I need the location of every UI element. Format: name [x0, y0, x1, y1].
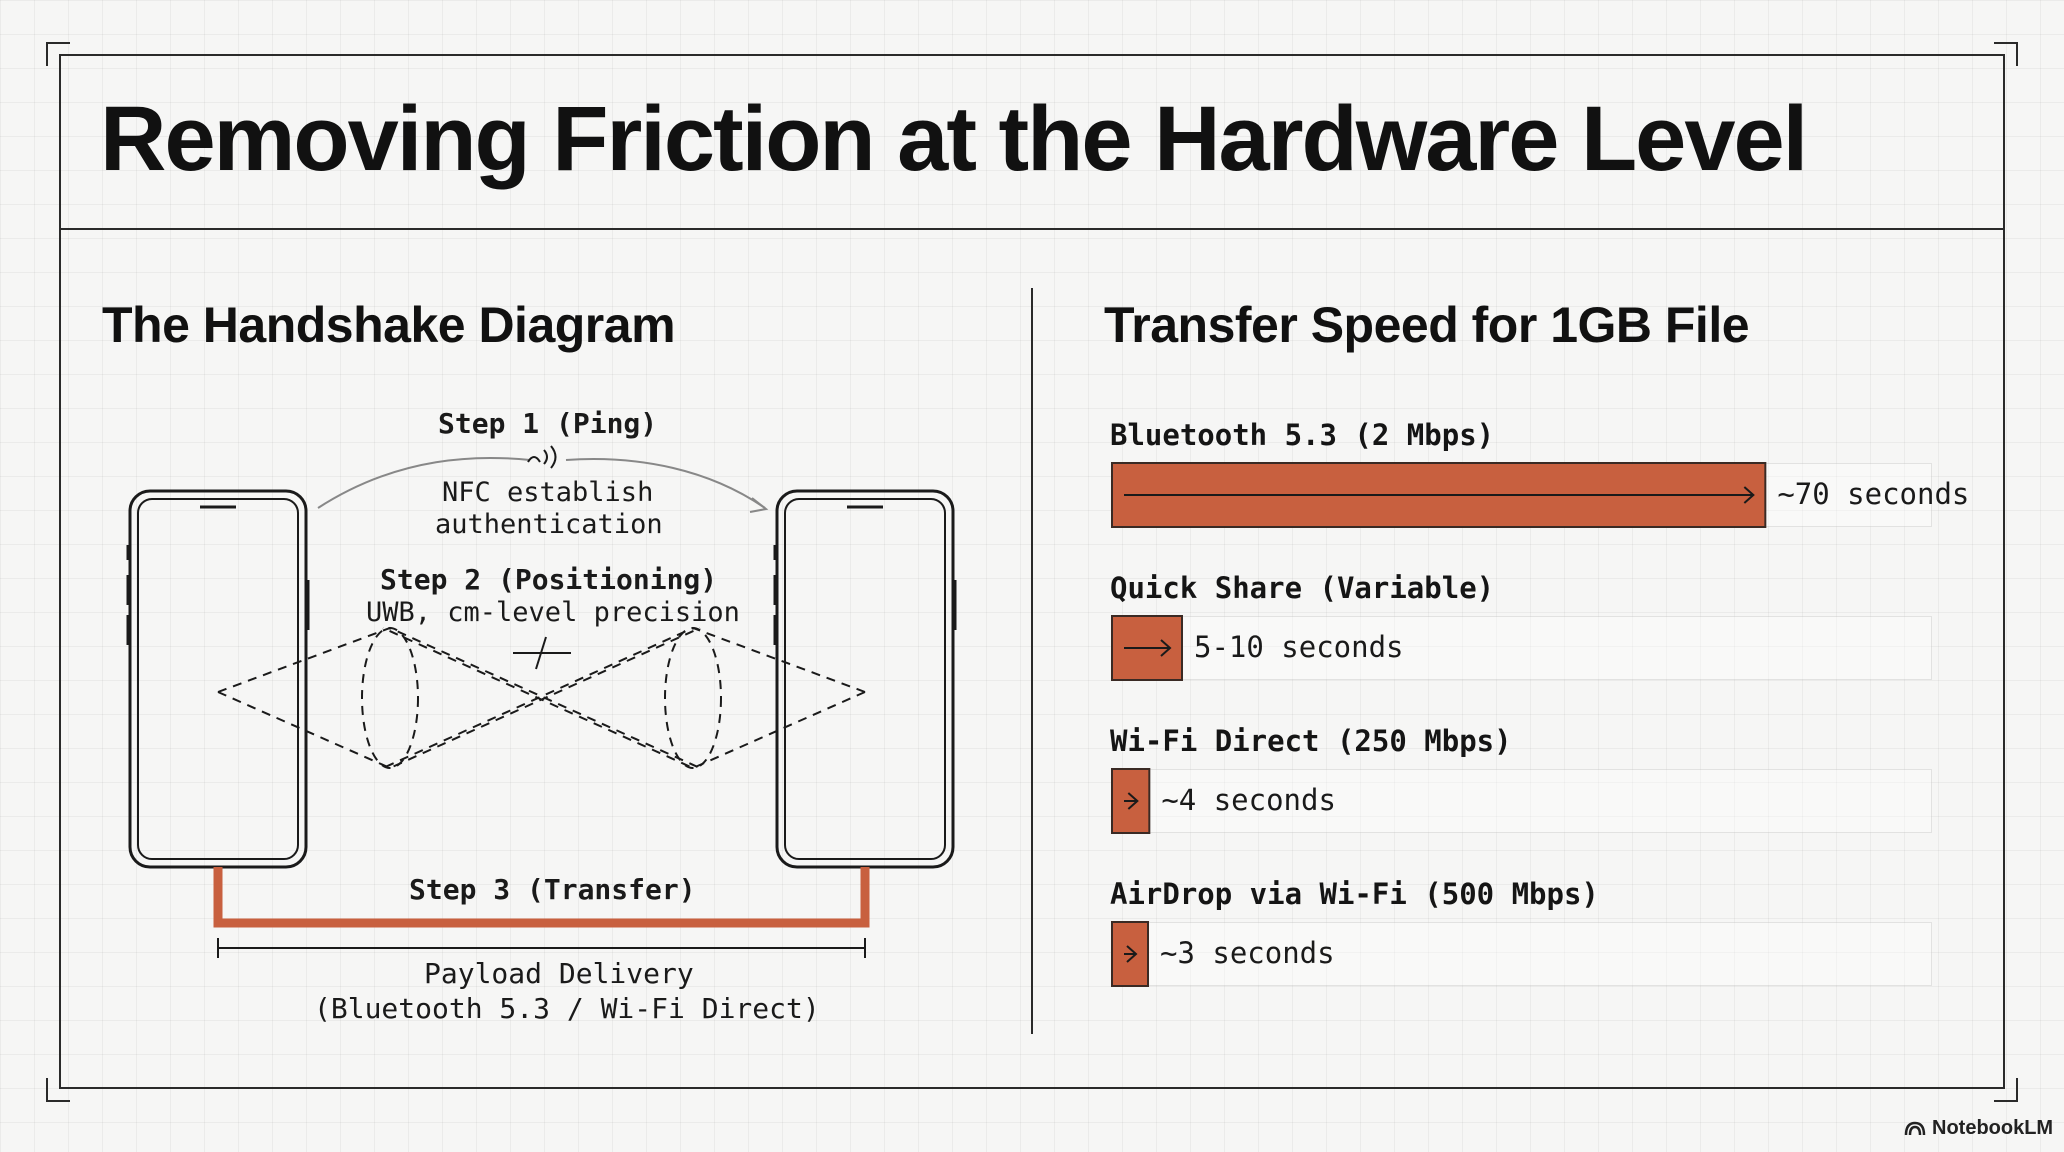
step3-title: Step 3 (Transfer): [409, 873, 696, 906]
bar-value-2: ~4 seconds: [1161, 783, 1336, 817]
bar-arrowhead-icon-0: [1743, 486, 1755, 504]
bar-value-0: ~70 seconds: [1777, 477, 1970, 511]
brand-label: NotebookLM: [1932, 1117, 2054, 1139]
slide-title: Removing Friction at the Hardware Level: [100, 88, 1808, 190]
bar-label-1: Quick Share (Variable): [1110, 571, 1495, 605]
step2-title: Step 2 (Positioning): [380, 563, 718, 596]
ping-arc: [317, 456, 531, 509]
handshake-heading: The Handshake Diagram: [102, 297, 676, 353]
bar-arrowhead-icon-2: [1127, 792, 1139, 810]
bar-arrowhead-icon-1: [1160, 639, 1172, 657]
crosshair-icon: [513, 636, 571, 670]
column-divider: [1031, 288, 1033, 1034]
uwb-beams: [217, 626, 866, 770]
notebooklm-logo-icon: [1904, 1121, 1926, 1136]
step1-title: Step 1 (Ping): [438, 407, 658, 440]
nfc-wave-icon: [527, 445, 557, 469]
bar-label-2: Wi-Fi Direct (250 Mbps): [1110, 724, 1512, 758]
bar-value-3: ~3 seconds: [1160, 936, 1335, 970]
bar-track-2: [1112, 769, 1932, 833]
payload-line2: (Bluetooth 5.3 / Wi-Fi Direct): [314, 992, 820, 1025]
corner-mark-top-right: [1994, 42, 2018, 66]
ping-arc-right: [565, 458, 766, 509]
arrowhead-icon: [749, 497, 769, 513]
transfer-cable: [213, 867, 870, 928]
payload-line1: Payload Delivery: [424, 957, 694, 990]
payload-dimension-line: [217, 938, 866, 958]
bar-arrowhead-icon-3: [1126, 945, 1138, 963]
bar-label-0: Bluetooth 5.3 (2 Mbps): [1110, 418, 1495, 452]
header-divider: [59, 228, 2005, 230]
bar-track-3: [1112, 922, 1932, 986]
step1-line2: authentication: [435, 509, 663, 540]
corner-mark-bottom-left: [46, 1078, 70, 1102]
step1-line1: NFC establish: [442, 477, 654, 508]
bar-value-1: 5-10 seconds: [1194, 630, 1404, 664]
bar-label-3: AirDrop via Wi-Fi (500 Mbps): [1110, 877, 1599, 911]
slide-frame: [59, 54, 2005, 1089]
step2-subtitle: UWB, cm-level precision: [366, 597, 740, 628]
bar-track-1: [1112, 616, 1932, 680]
corner-mark-top-left: [46, 42, 70, 66]
corner-mark-bottom-right: [1994, 1078, 2018, 1102]
chart-title: Transfer Speed for 1GB File: [1104, 297, 1750, 353]
